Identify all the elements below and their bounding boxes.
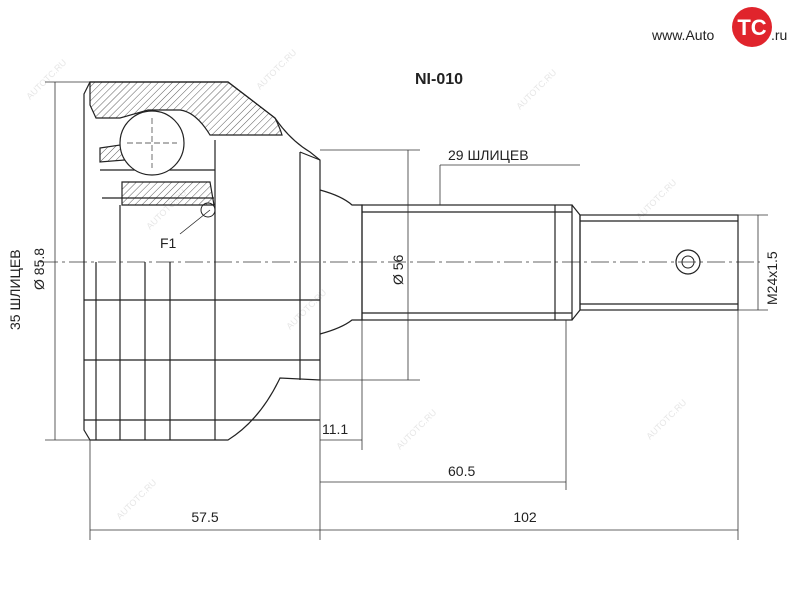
shaft-diameter-label: Ø 56 <box>390 254 406 285</box>
dimension-d2: 60.5 <box>448 463 475 479</box>
dimension-lines <box>45 81 768 540</box>
watermark-text: AUTOTC.RU <box>24 57 68 101</box>
part-number: NI-010 <box>415 71 463 88</box>
f1-leader-line <box>179 209 211 235</box>
f1-marker-circle <box>200 202 216 218</box>
outer-diameter-label: Ø 85.8 <box>31 248 47 290</box>
dimension-d1: 11.1 <box>322 421 348 437</box>
website-text: www.Auto <box>651 27 714 43</box>
shaft-splines-label: 29 ШЛИЦЕВ <box>448 147 529 163</box>
watermark-text: AUTOTC.RU <box>284 287 328 331</box>
logo-suffix: .ru <box>771 27 787 43</box>
cv-ball <box>119 110 185 176</box>
logo-badge <box>732 7 772 47</box>
cotter-hole <box>675 249 701 275</box>
watermark-text: AUTOTC.RU <box>514 67 558 111</box>
cotter-hole-inner <box>681 255 695 269</box>
logo-mark: TC <box>737 15 766 40</box>
thread-label: M24x1.5 <box>764 251 780 305</box>
outer-housing <box>83 81 321 441</box>
dimension-d4: 102 <box>513 509 537 525</box>
watermark-text: AUTOTC.RU <box>114 477 158 521</box>
shaft <box>319 189 739 335</box>
watermark-layer: AUTOTC.RU AUTOTC.RU AUTOTC.RU AUTOTC.RU … <box>24 47 688 521</box>
watermark-text: AUTOTC.RU <box>394 407 438 451</box>
outer-splines-label: 35 ШЛИЦЕВ <box>7 249 23 330</box>
f1-label: F1 <box>160 235 177 251</box>
dimension-d3: 57.5 <box>191 509 218 525</box>
autotc-logo: TC .ru <box>732 7 787 47</box>
watermark-text: AUTOTC.RU <box>254 47 298 91</box>
watermark-text: AUTOTC.RU <box>644 397 688 441</box>
